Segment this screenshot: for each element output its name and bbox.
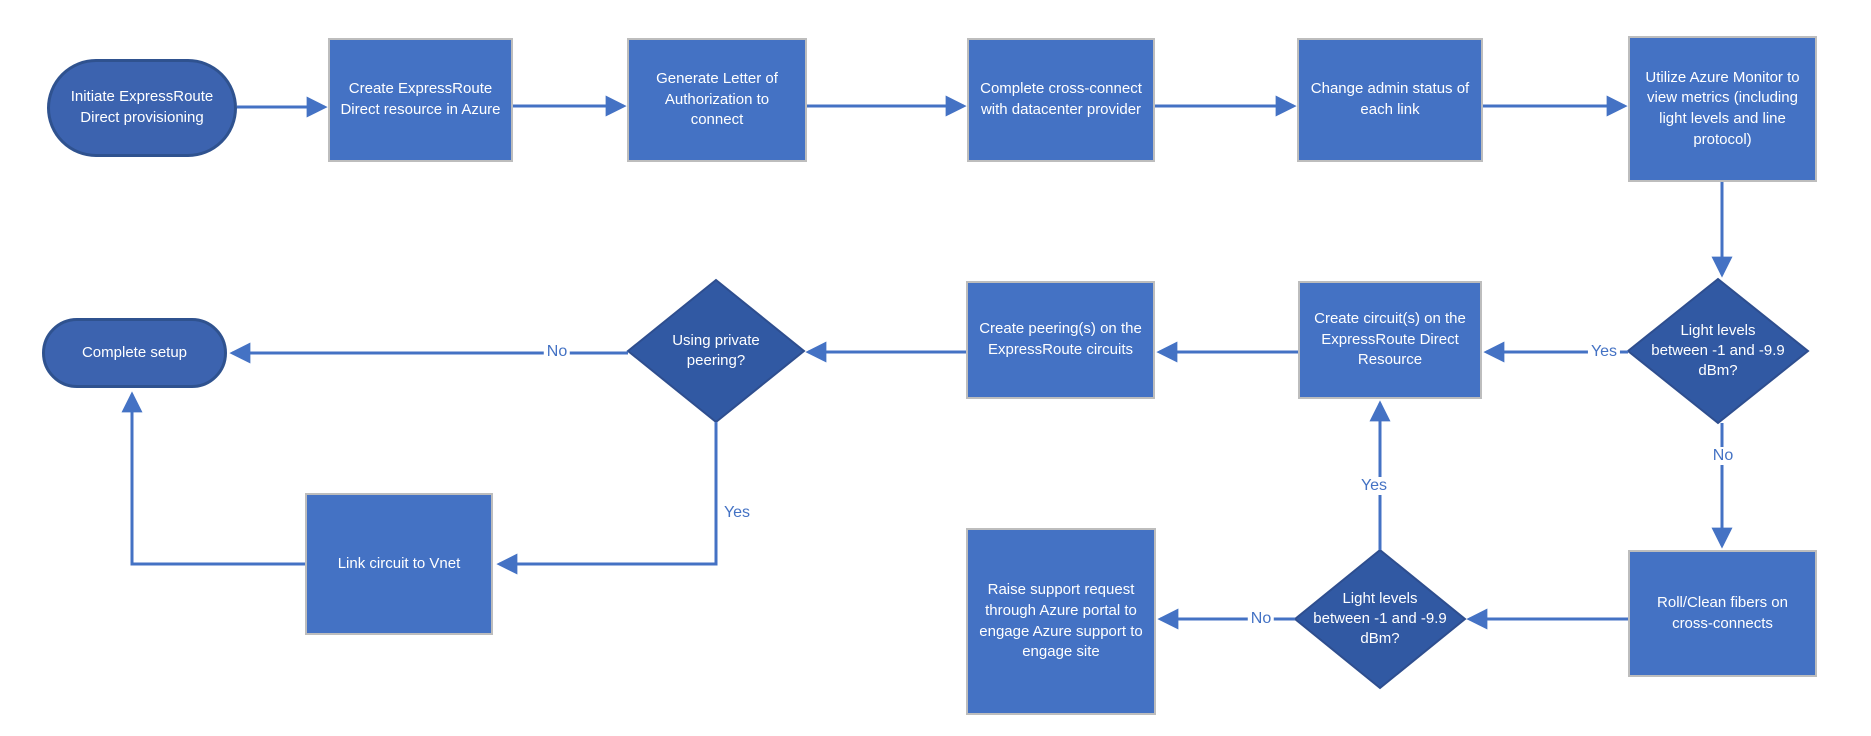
- node-create-expressroute-direct-resource: Create ExpressRoute Direct resource in A…: [328, 38, 513, 162]
- decision-light-levels-2-shape: [1293, 548, 1467, 690]
- node-raise-support-request: Raise support request through Azure port…: [966, 528, 1156, 715]
- node-create-circuits: Create circuit(s) on the ExpressRoute Di…: [1298, 281, 1482, 399]
- node-azure-monitor-metrics: Utilize Azure Monitor to view metrics (i…: [1628, 36, 1817, 182]
- edge-label-yes-private-peering: Yes: [720, 504, 754, 522]
- edge-label-no-light-levels-2: No: [1247, 610, 1275, 628]
- edge-label-no-private-peering: No: [543, 343, 571, 361]
- node-change-admin-status: Change admin status of each link: [1297, 38, 1483, 162]
- arrow-link-vnet-to-complete-setup: [121, 391, 305, 566]
- node-complete-cross-connect: Complete cross-connect with datacenter p…: [967, 38, 1155, 162]
- decision-private-peering-shape: [626, 278, 806, 424]
- decision-light-levels-1-shape: [1626, 277, 1810, 425]
- node-complete-setup: Complete setup: [42, 318, 227, 388]
- node-link-circuit-to-vnet: Link circuit to Vnet: [305, 493, 493, 635]
- node-create-peerings: Create peering(s) on the ExpressRoute ci…: [966, 281, 1155, 399]
- edge-label-yes-light-levels-1: Yes: [1587, 343, 1621, 361]
- node-roll-clean-fibers: Roll/Clean fibers on cross-connects: [1628, 550, 1817, 677]
- node-initiate-provisioning: Initiate ExpressRoute Direct provisionin…: [47, 59, 237, 157]
- edge-label-no-light-levels-1: No: [1709, 447, 1737, 465]
- arrow-private-peering-yes-to-link-vnet: [496, 422, 718, 575]
- edge-label-yes-light-levels-2: Yes: [1357, 477, 1391, 495]
- node-generate-letter-of-authorization: Generate Letter of Authorization to conn…: [627, 38, 807, 162]
